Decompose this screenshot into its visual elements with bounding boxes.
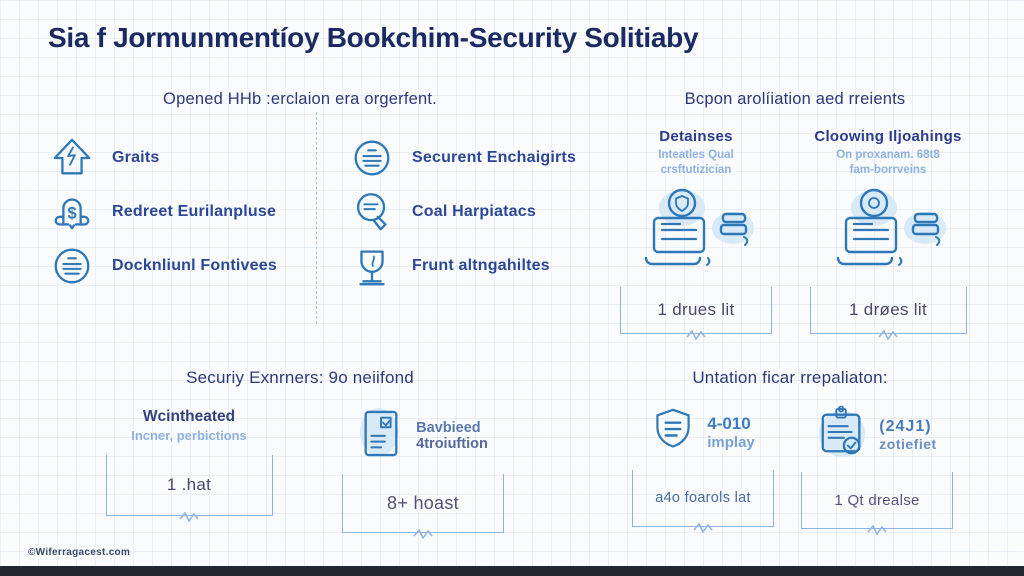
svg-text:$: $ <box>67 205 76 223</box>
card-title: Detainses <box>659 128 733 145</box>
laptop-shield-icon <box>630 186 762 281</box>
list-item: $ Redreet Eurilanpluse <box>46 185 277 239</box>
feature-list-column-1: Graits $ Redreet Eurilanpluse <box>46 131 277 293</box>
stat-bracket: 1 .hat <box>105 455 273 522</box>
laptop-shield-icon <box>822 186 954 281</box>
list-item-label: Frunt altngahiltes <box>412 257 550 274</box>
card-line2: implay <box>707 434 755 451</box>
card-4010: 4-010 implay a4o foarols lat <box>628 405 778 533</box>
subtitle-line: On proxanam. 68t8 <box>836 149 940 161</box>
section-header-top-left: Opened HHb :erclaion era orgerfent. <box>163 90 437 108</box>
card-subtitle: Inteatles Qual crsftutizician <box>658 148 733 178</box>
stat-value: 1 drøes lit <box>849 299 927 319</box>
watermark: ©Wiferragacest.com <box>28 547 131 558</box>
stat-value: 1 drues lit <box>657 299 735 319</box>
list-item-label: Securent Enchaigirts <box>412 149 577 166</box>
list-item-label: Docknliunl Fontivees <box>112 257 277 274</box>
card-bavbieed: Bavbieed 4troiuftion 8+ hoast <box>338 405 508 539</box>
card-title: Wcintheated <box>142 408 236 425</box>
dollar-bell-icon: $ <box>46 189 98 235</box>
card-title: Cloowing Iljoahings <box>814 128 962 145</box>
stat-value: 1 Qt drealse <box>834 491 920 509</box>
certificate-circle-icon <box>346 135 398 181</box>
card-line2: zotiefiet <box>879 435 937 452</box>
card-line1: 4-010 <box>707 414 751 433</box>
subtitle-line: crsftutizician <box>660 163 732 176</box>
feature-list-column-2: Securent Enchaigirts Coal Harpiatacs F <box>346 131 576 293</box>
list-item: Coal Harpiatacs <box>346 185 576 239</box>
list-item: Docknliunl Fontivees <box>46 239 277 293</box>
list-item-label: Graits <box>112 149 160 166</box>
list-item: Securent Enchaigirts <box>346 131 576 185</box>
list-item: Frunt altngahiltes <box>346 239 576 293</box>
stat-bracket: 1 drøes lit <box>809 286 967 340</box>
chat-hand-icon <box>346 189 398 235</box>
growth-arrow-icon <box>46 135 98 181</box>
card-line1: Bavbieed <box>416 419 481 436</box>
stat-value: a4o foarols lat <box>655 490 751 506</box>
section-header-bottom-left: Securiy Exnrners: 9o neiifond <box>186 368 414 387</box>
list-item-label: Coal Harpiatacs <box>412 203 536 220</box>
stat-bracket: 8+ hoast <box>342 474 504 539</box>
card-detainses: Detainses Inteatles Qual crsftutizician … <box>610 128 782 340</box>
trophy-icon <box>346 243 398 289</box>
card-subtitle: Incner, perbictions <box>131 428 247 443</box>
document-icon <box>358 405 404 466</box>
clipboard-check-icon <box>817 405 867 464</box>
section-header-top-right: Bcpon arolíiation aed rreients <box>684 90 906 108</box>
card-24j1: (24J1) zotiefiet 1 Qt drealse <box>792 405 962 535</box>
list-item-label: Redreet Eurilanpluse <box>112 203 277 220</box>
list-item: Graits <box>46 131 277 185</box>
stat-bracket: 1 Qt drealse <box>801 472 953 535</box>
subtitle-line: Inteatles Qual <box>658 149 734 161</box>
card-subtitle: On proxanam. 68t8 fam-borrveins <box>836 148 940 178</box>
lined-circle-icon <box>46 243 98 289</box>
bottom-bar <box>0 566 1024 576</box>
card-head: 4-010 implay <box>651 405 755 460</box>
stat-value: 1 .hat <box>166 475 212 494</box>
card-head: Bavbieed 4troiuftion <box>358 405 488 466</box>
stat-bracket: a4o foarols lat <box>632 470 774 533</box>
stat-value: 8+ hoast <box>387 492 459 513</box>
card-head: (24J1) zotiefiet <box>817 405 936 464</box>
card-wcintheated: Wcintheated Incner, perbictions 1 .hat <box>98 408 280 522</box>
subtitle-line: fam-borrveins <box>849 163 927 176</box>
card-line2: 4troiuftion <box>416 435 488 452</box>
vertical-dashed-divider <box>316 112 317 324</box>
card-cloowing: Cloowing Iljoahings On proxanam. 68t8 fa… <box>802 128 974 340</box>
section-header-bottom-right: Untation ficar rrepaliaton: <box>692 368 888 387</box>
stat-bracket: 1 drues lit <box>620 286 772 340</box>
shield-list-icon <box>651 405 695 460</box>
card-line1: (24J1) <box>879 417 932 435</box>
page-title: Sia f Jormunmentíoy Bookchim-Security So… <box>48 22 699 53</box>
